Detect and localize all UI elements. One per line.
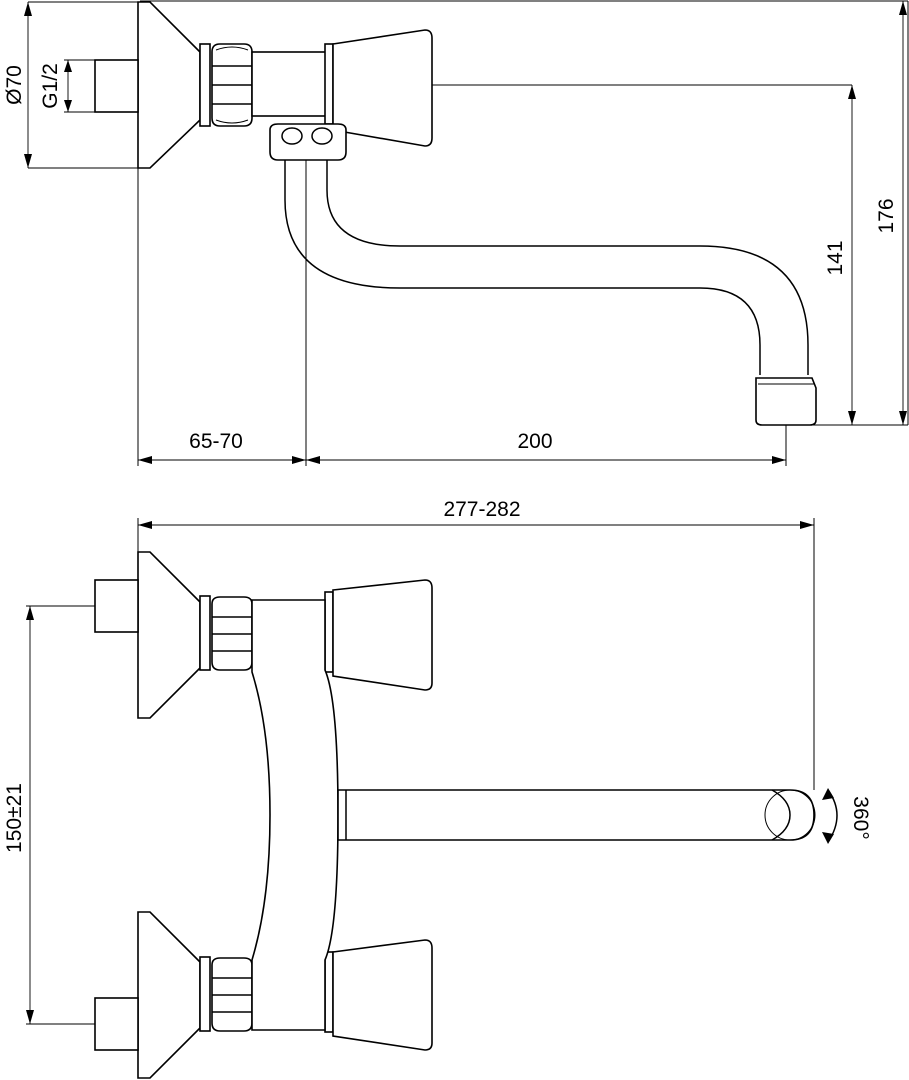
spout-plan: [337, 789, 815, 841]
wall-offset-label: 65-70: [189, 430, 243, 453]
inlet-stub: [94, 59, 139, 113]
hex-nut: [199, 43, 253, 127]
lower-flange: [137, 911, 201, 1079]
handle-lower: [332, 939, 433, 1051]
inlet-spacing-label: 150±21: [3, 783, 26, 853]
spout-height-label: 141: [824, 240, 847, 275]
spout-reach-label: 200: [517, 430, 552, 453]
top-view: 277-282: [3, 498, 872, 1079]
side-view: Ø70 G1/2 141 176 65-70 200: [3, 0, 909, 466]
rotation-label: 360°: [849, 796, 872, 839]
upper-hex-nut: [199, 595, 253, 671]
upper-flange: [137, 551, 201, 719]
flange-diameter-label: Ø70: [3, 65, 26, 105]
overall-height-label: 176: [875, 198, 898, 233]
thread-label: G1/2: [39, 63, 62, 109]
overall-width-label: 277-282: [443, 498, 520, 521]
s-spout: [284, 160, 761, 375]
handle-top: [332, 29, 433, 147]
wall-flange: [137, 1, 201, 169]
aerator: [755, 377, 817, 426]
lower-hex-nut: [199, 956, 253, 1032]
mixer-body: [251, 599, 339, 1031]
valve-body: [251, 51, 328, 117]
handle-upper: [332, 579, 433, 691]
spout-swivel: [269, 123, 347, 161]
